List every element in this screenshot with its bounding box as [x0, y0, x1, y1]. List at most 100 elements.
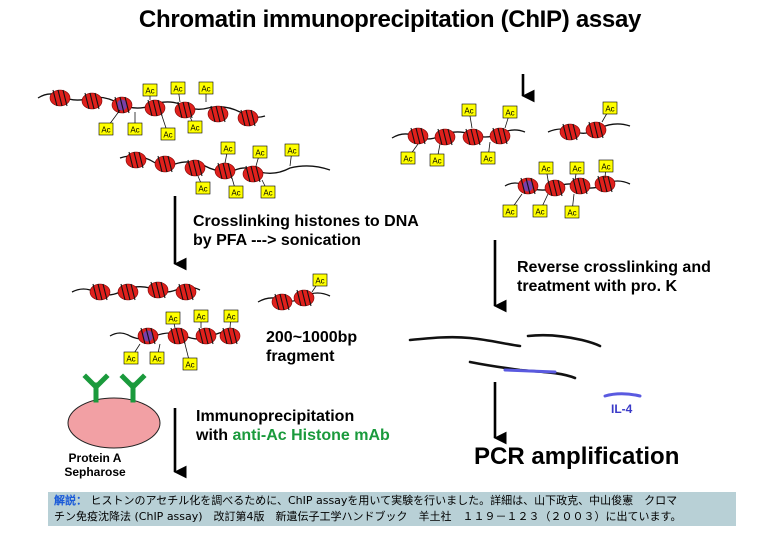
acetyl-tag-label: Ac	[101, 126, 110, 135]
acetyl-tag-label: Ac	[201, 85, 210, 94]
acetyl-tag: Ac	[429, 143, 445, 167]
acetyl-tag-label: Ac	[483, 155, 492, 164]
dna-fragment-2	[526, 333, 602, 348]
note-heading: 解説：	[54, 494, 87, 507]
acetyl-tag: Ac	[160, 115, 176, 141]
note-line2: チン免疫沈降法 (ChIP assay) 改訂第4版 新遺伝子工学ハンドブック …	[54, 510, 682, 523]
acetyl-tag-label: Ac	[567, 209, 576, 218]
acetyl-tag: Ac	[170, 81, 186, 103]
step-immuno-line1: Immunoprecipitation	[196, 408, 355, 425]
acetyl-tag: Ac	[198, 81, 214, 102]
antibody-icon	[119, 373, 147, 403]
acetyl-tag-label: Ac	[168, 315, 177, 324]
step-crosslinking-line1: Crosslinking histones to DNA	[193, 213, 419, 230]
acetyl-tag-label: Ac	[601, 163, 610, 172]
nucleosome-icon	[594, 175, 616, 193]
step-crosslinking-label: Crosslinking histones to DNA by PFA --->…	[193, 212, 419, 250]
acetyl-tag-label: Ac	[572, 165, 581, 174]
note-text-1: ヒストンのアセチル化を調べるために、ChIP assayを用いて実験を行いました…	[87, 494, 678, 507]
nucleosome-icon	[174, 101, 196, 119]
step-reverse-line1: Reverse crosslinking and	[517, 259, 711, 276]
acetyl-tag-label: Ac	[126, 355, 135, 364]
nucleosome-icon	[195, 327, 217, 345]
acetyl-tag-label: Ac	[190, 124, 199, 133]
acetyl-tag: Ac	[569, 161, 585, 181]
acetyl-tag-label: Ac	[263, 189, 272, 198]
acetyl-tag-label: Ac	[541, 165, 550, 174]
acetyl-tag-label: Ac	[231, 189, 240, 198]
step-immuno-with: with	[196, 427, 233, 445]
acetyl-tag-label: Ac	[223, 145, 232, 154]
acetyl-tag: Ac	[538, 161, 554, 181]
dna-fragment-1	[408, 335, 522, 348]
acetyl-tag-label: Ac	[196, 313, 205, 322]
acetyl-tag: Ac	[260, 179, 276, 199]
nucleosome-icon	[293, 289, 315, 307]
acetyl-tag-label: Ac	[535, 208, 544, 217]
il4-dna-segment	[503, 368, 557, 374]
nucleosome-icon	[219, 327, 241, 345]
step-crosslinking-line2: by PFA ---> sonication	[193, 232, 361, 250]
note-line1: 解説： ヒストンのアセチル化を調べるために、ChIP assayを用いて実験を行…	[54, 493, 730, 509]
nucleosome-icon	[585, 121, 607, 139]
acetyl-tag-label: Ac	[163, 131, 172, 140]
acetyl-tag: Ac	[123, 343, 141, 365]
nucleosome-icon	[462, 128, 484, 146]
acetyl-tag: Ac	[532, 193, 549, 218]
fragment-size-label: 200~1000bp fragment	[266, 328, 357, 366]
acetyl-tag-label: Ac	[432, 157, 441, 166]
nucleosome-icon	[184, 159, 206, 177]
nucleosome-icon	[81, 92, 103, 110]
acetyl-tag-label: Ac	[198, 185, 207, 194]
acetyl-tag: Ac	[127, 112, 143, 136]
acetyl-tag-label: Ac	[185, 361, 194, 370]
step-reverse-line2: treatment with pro. K	[517, 278, 678, 296]
acetyl-tag: Ac	[165, 311, 181, 329]
step-immunoprecipitation-label: Immunoprecipitation with anti-Ac Histone…	[196, 407, 390, 445]
dna-strand	[257, 292, 331, 303]
il4-dna-mark	[603, 392, 642, 398]
acetyl-tag-label: Ac	[505, 109, 514, 118]
nucleosome-icon	[207, 105, 229, 123]
acetyl-tag: Ac	[502, 105, 518, 129]
acetyl-tag: Ac	[311, 273, 328, 293]
fragment-size-line1: 200~1000bp	[266, 329, 358, 346]
nucleosome-icon	[559, 123, 581, 141]
nucleosome-icon	[137, 327, 159, 345]
acetyl-tag: Ac	[182, 343, 198, 371]
acetyl-tag-label: Ac	[464, 107, 473, 116]
nucleosome-icon	[147, 281, 169, 299]
il4-label: IL-4	[611, 402, 633, 416]
protein-a-line2: Sepharose	[64, 465, 126, 480]
nucleosome-icon	[569, 177, 591, 195]
acetyl-tag: Ac	[400, 143, 419, 165]
nucleosome-icon	[544, 179, 566, 197]
bead-icon	[67, 397, 161, 449]
acetyl-tag: Ac	[284, 143, 300, 167]
acetyl-tag: Ac	[149, 343, 165, 365]
antibody-name: anti-Ac Histone mAb	[232, 427, 390, 445]
nucleosome-icon	[89, 283, 111, 301]
acetyl-tag-label: Ac	[152, 355, 161, 364]
acetyl-tag: Ac	[187, 116, 203, 134]
acetyl-tag-label: Ac	[130, 126, 139, 135]
acetyl-tag-label: Ac	[403, 155, 412, 164]
acetyl-tag: Ac	[461, 103, 477, 129]
step-immuno-line2: with anti-Ac Histone mAb	[196, 426, 390, 445]
acetyl-tag: Ac	[195, 175, 211, 195]
nucleosome-icon	[175, 283, 197, 301]
acetyl-tag-label: Ac	[226, 313, 235, 322]
nucleosome-icon	[517, 177, 539, 195]
page-title: Chromatin immunoprecipitation (ChIP) ass…	[138, 6, 642, 33]
acetyl-tag-label: Ac	[173, 85, 182, 94]
acetyl-tag-label: Ac	[255, 149, 264, 158]
antibody-icon	[82, 373, 110, 403]
chromatin-fragment-2	[257, 292, 331, 303]
nucleosome-icon	[489, 127, 511, 145]
protein-a-line1: Protein A	[68, 451, 122, 465]
acetyl-tag: Ac	[252, 145, 268, 167]
protein-a-sepharose-label: Protein A Sepharose	[52, 451, 138, 480]
nucleosome-icon	[214, 162, 236, 180]
acetyl-tag: Ac	[228, 177, 244, 199]
